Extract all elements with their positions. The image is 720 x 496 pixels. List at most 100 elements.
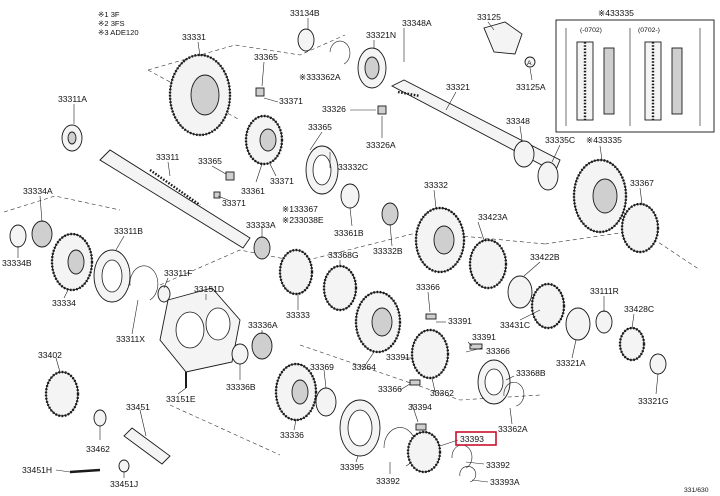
gear-33428C [618,326,646,362]
label-33422B: 33422B [530,252,560,262]
label-33311: 33311 [156,152,179,162]
label-33451H: 33451H [22,465,52,475]
gear-33423A [468,238,508,290]
label-33336A: 33336A [248,320,278,330]
sleeve-33422B [507,275,533,309]
key-33394 [415,423,427,431]
ring-33368G [322,264,358,312]
label-33332C: 33332C [338,162,368,172]
label-33368B: 33368B [516,368,546,378]
gear-33333 [278,248,314,296]
ring-33311F [157,285,171,303]
washer-33451J [118,459,130,473]
label-33333: 33333 [286,310,310,320]
ring-33368B [477,359,511,405]
gear-33393 [406,430,442,474]
snap-ring-top [329,40,351,65]
label-33364: 33364 [352,362,376,372]
label-33361B: 33361B [334,228,364,238]
ring-33134B [297,28,315,52]
ring-33348 [513,140,535,168]
note-2: ※2 3FS [98,19,125,28]
label-33391-c: 33391 [386,352,410,362]
label-33367: 33367 [630,178,654,188]
label-33366-c: 33366 [378,384,402,394]
ring-33334B [9,224,27,248]
shaft-33321 [391,79,561,173]
label-33326: 33326 [322,104,346,114]
gear-33336 [274,362,318,422]
label-33311X: 33311X [116,334,145,344]
label-33151D: 33151D [194,284,224,294]
label-33151E: 33151E [166,394,196,404]
inset-panel: ※433335 (-0702) (0702-) [555,8,715,133]
label-33423A: 33423A [478,212,508,222]
bearing-33335C [537,161,559,191]
sleeve-33364 [354,290,402,354]
ring-33336B [231,343,249,365]
key-33365c [225,171,235,181]
label-33371-a: 33371 [279,96,303,106]
inset-col2: (0702-) [638,27,660,34]
label-33366-a: 33366 [416,282,440,292]
bolt-33451H [69,468,101,474]
ring-33332C [305,145,339,195]
inset-title: ※433335 [598,8,634,18]
gear-33367 [620,202,660,254]
label-a-marker: A [527,60,532,67]
label-33311A: 33311A [58,94,87,104]
bracket-33125 [483,21,523,55]
label-33462: 33462 [86,444,110,454]
label-33348: 33348 [506,116,530,126]
label-33371-c: 33371 [222,198,246,208]
shaft-33451 [123,427,171,465]
label-33331: 33331 [182,32,206,42]
ring-33311B [93,249,131,303]
label-33365-b: 33365 [308,122,332,132]
bushing-33321G [649,353,667,375]
label-33371-b: 33371 [270,176,294,186]
label-33361: 33361 [241,186,265,196]
retainer-33151D [159,287,241,373]
label-33125A: 33125A [516,82,546,92]
notes-block: ※1 3F ※2 3FS ※3 ADE120 [98,10,139,37]
label-333362A: ※333362A [299,72,341,82]
ring-33361B [340,183,360,209]
label-33365-a: 33365 [254,52,278,62]
key-33366c [409,379,421,386]
key-33365a [255,87,265,97]
note-1: ※1 3F [98,10,120,19]
label-33334: 33334 [52,298,76,308]
bearing-33333A [253,236,271,260]
label-33451J: 33451J [110,479,138,489]
ring-33369 [315,387,337,417]
label-33402: 33402 [38,350,62,360]
label-33311F: 33311F [164,268,193,278]
label-33321G: 33321G [638,396,669,406]
key-33326 [377,105,387,115]
label-33393A: 33393A [490,477,520,487]
gear-33361 [244,114,284,166]
label-33428C: 33428C [624,304,654,314]
gear-33335 [572,158,628,234]
reference-number: 331/630 [684,487,709,494]
circle-a-marker [524,56,536,68]
bearing-33332B [381,202,399,226]
label-33321A: 33321A [556,358,586,368]
gear-33331 [168,53,232,137]
bearing-33336A [251,332,273,360]
shaft-33311 [99,149,251,249]
bearing-33321A [565,307,591,341]
label-33332: 33332 [424,180,448,190]
label-33392-a: 33392 [376,476,400,486]
label-33321N: 33321N [366,30,396,40]
gear-33402 [44,370,80,418]
inset-col1: (-0702) [580,27,602,34]
washer-33462 [93,409,107,427]
label-33125: 33125 [477,12,501,22]
label-33321: 33321 [446,82,470,92]
label-33336: 33336 [280,430,304,440]
label-33335C: 33335C [545,135,575,145]
key-33366b [469,343,483,350]
